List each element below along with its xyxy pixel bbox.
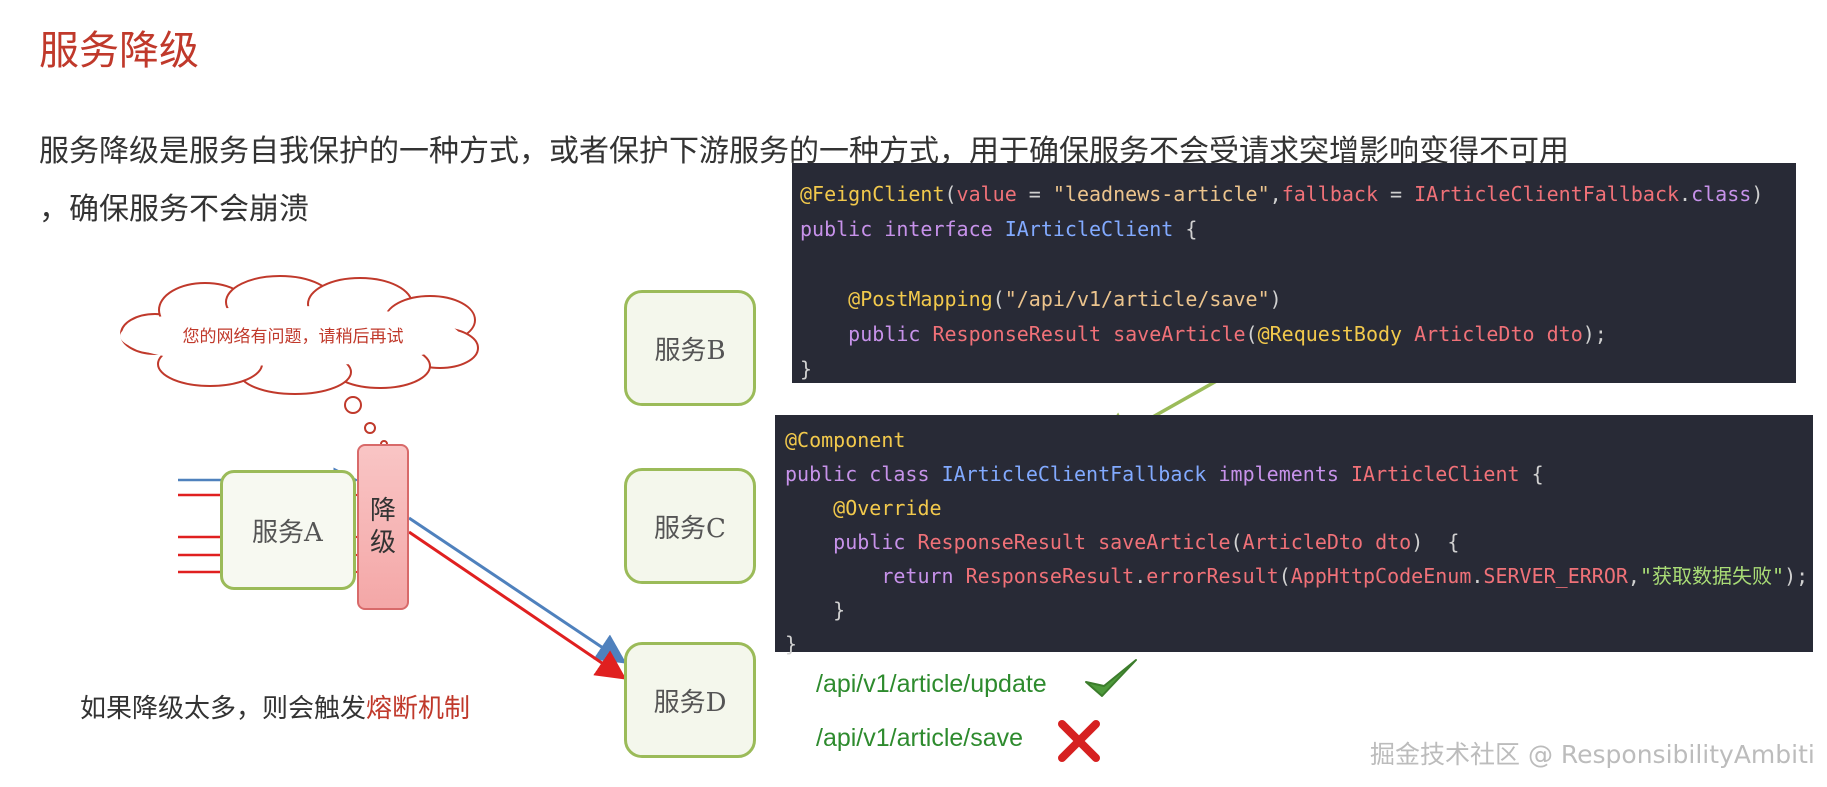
- circuit-breaker-note: 如果降级太多，则会触发熔断机制: [80, 688, 470, 725]
- code-token: IArticleClient: [1350, 462, 1520, 486]
- code-line: @FeignClient(value = "leadnews-article",…: [800, 177, 1788, 212]
- code-token: saveArticle: [1113, 322, 1246, 346]
- code-token: @Override: [833, 496, 942, 520]
- code-token: @FeignClient: [800, 182, 945, 206]
- code-line: @Override: [785, 491, 1803, 525]
- code-token: }: [833, 598, 846, 622]
- code-line: public ResponseResult saveArticle(Articl…: [785, 525, 1803, 559]
- code-token: @RequestBody: [1257, 322, 1403, 346]
- code-token: {: [1185, 217, 1198, 241]
- code-line: [800, 247, 1788, 282]
- code-token: public: [848, 322, 921, 346]
- degrade-label-bottom: 级: [369, 528, 396, 558]
- code-token: (: [992, 287, 1005, 311]
- code-token: );: [1582, 322, 1607, 346]
- code-token: {: [1531, 462, 1544, 486]
- code-token: AppHttpCodeEnum: [1290, 564, 1472, 588]
- code-token: implements: [1218, 462, 1339, 486]
- degrade-to-service-d-arrows: [408, 516, 627, 680]
- watermark: 掘金技术社区 @ ResponsibilityAmbiti: [1370, 740, 1815, 769]
- code-line: public interface IArticleClient {: [800, 212, 1788, 247]
- service-b-box: 服务B: [624, 290, 756, 406]
- code-token: (: [944, 182, 957, 206]
- code-token: public: [800, 217, 873, 241]
- cloud-message: 您的网络有问题，请稍后再试: [182, 327, 404, 347]
- check-icon: [1085, 659, 1137, 697]
- code-token: ): [1269, 287, 1282, 311]
- degrade-box: 降 级: [357, 444, 409, 610]
- code-token: dto: [1546, 322, 1583, 346]
- code-token: );: [1784, 564, 1809, 588]
- code-line: }: [785, 593, 1803, 627]
- code-token: (: [1245, 322, 1258, 346]
- code-token: =: [1016, 182, 1053, 206]
- route-update: /api/v1/article/update: [816, 670, 1047, 698]
- code-token: ,: [1269, 182, 1282, 206]
- fallback-code-block: @Component public class IArticleClientFa…: [775, 415, 1813, 656]
- code-token: value: [956, 182, 1017, 206]
- code-token: IArticleClientFallback: [941, 462, 1207, 486]
- service-d-label: 服务D: [653, 687, 727, 718]
- code-line: @Component: [785, 423, 1803, 457]
- note-prefix: 如果降级太多，则会触发: [80, 694, 367, 724]
- code-line: return ResponseResult.errorResult(AppHtt…: [785, 559, 1808, 593]
- page-title: 服务降级: [39, 28, 199, 74]
- feign-client-code-block: @FeignClient(value = "leadnews-article",…: [792, 163, 1796, 383]
- code-token: {: [1447, 530, 1460, 554]
- code-token: .: [1134, 564, 1147, 588]
- code-token: (: [1278, 564, 1291, 588]
- service-c-label: 服务C: [654, 513, 726, 544]
- code-token: saveArticle: [1098, 530, 1231, 554]
- code-line: }: [785, 627, 1803, 661]
- code-token: ResponseResult: [965, 564, 1135, 588]
- code-token: interface: [884, 217, 993, 241]
- code-token: SERVER_ERROR: [1483, 564, 1628, 588]
- code-token: }: [800, 357, 813, 381]
- code-line: }: [800, 352, 1788, 387]
- code-token: (: [1230, 530, 1243, 554]
- code-token: .: [1471, 564, 1484, 588]
- code-token: IArticleClient: [1004, 217, 1174, 241]
- code-token: class: [869, 462, 930, 486]
- code-token: ArticleDto: [1242, 530, 1364, 554]
- route-save: /api/v1/article/save: [816, 724, 1024, 752]
- code-token: @PostMapping: [848, 287, 993, 311]
- code-token: ResponseResult: [932, 322, 1102, 346]
- code-token: "获取数据失败": [1639, 564, 1785, 588]
- code-token: .: [1679, 182, 1692, 206]
- description-line-2: ，确保服务不会崩溃: [39, 192, 309, 227]
- service-b-label: 服务B: [654, 335, 726, 366]
- code-token: class: [1691, 182, 1752, 206]
- code-line: public class IArticleClientFallback impl…: [785, 457, 1803, 491]
- cross-icon: [1058, 720, 1100, 762]
- code-token: ,: [1627, 564, 1640, 588]
- code-token: public: [833, 530, 906, 554]
- code-token: ArticleDto: [1414, 322, 1535, 346]
- thought-cloud: [120, 275, 479, 448]
- note-highlight: 熔断机制: [366, 694, 471, 724]
- code-token: errorResult: [1146, 564, 1279, 588]
- code-token: ): [1751, 182, 1764, 206]
- service-a-box: [220, 470, 356, 590]
- code-token: }: [785, 632, 798, 656]
- code-line: @PostMapping("/api/v1/article/save"): [800, 282, 1788, 317]
- code-token: ): [1411, 530, 1424, 554]
- code-line: public ResponseResult saveArticle(@Reque…: [800, 317, 1788, 352]
- code-token: "leadnews-article": [1052, 182, 1270, 206]
- degrade-label-top: 降: [369, 495, 396, 526]
- code-token: fallback: [1281, 182, 1379, 206]
- code-token: return: [881, 564, 954, 588]
- code-token: dto: [1375, 530, 1412, 554]
- code-token: =: [1378, 182, 1415, 206]
- code-token: public: [785, 462, 858, 486]
- code-token: ResponseResult: [917, 530, 1087, 554]
- code-token: IArticleClientFallback: [1414, 182, 1680, 206]
- service-a-label: 服务A: [252, 518, 323, 548]
- service-c-box: 服务C: [624, 468, 756, 584]
- service-d-box: 服务D: [624, 642, 756, 758]
- code-token: "/api/v1/article/save": [1004, 287, 1270, 311]
- code-token: @Component: [785, 428, 906, 452]
